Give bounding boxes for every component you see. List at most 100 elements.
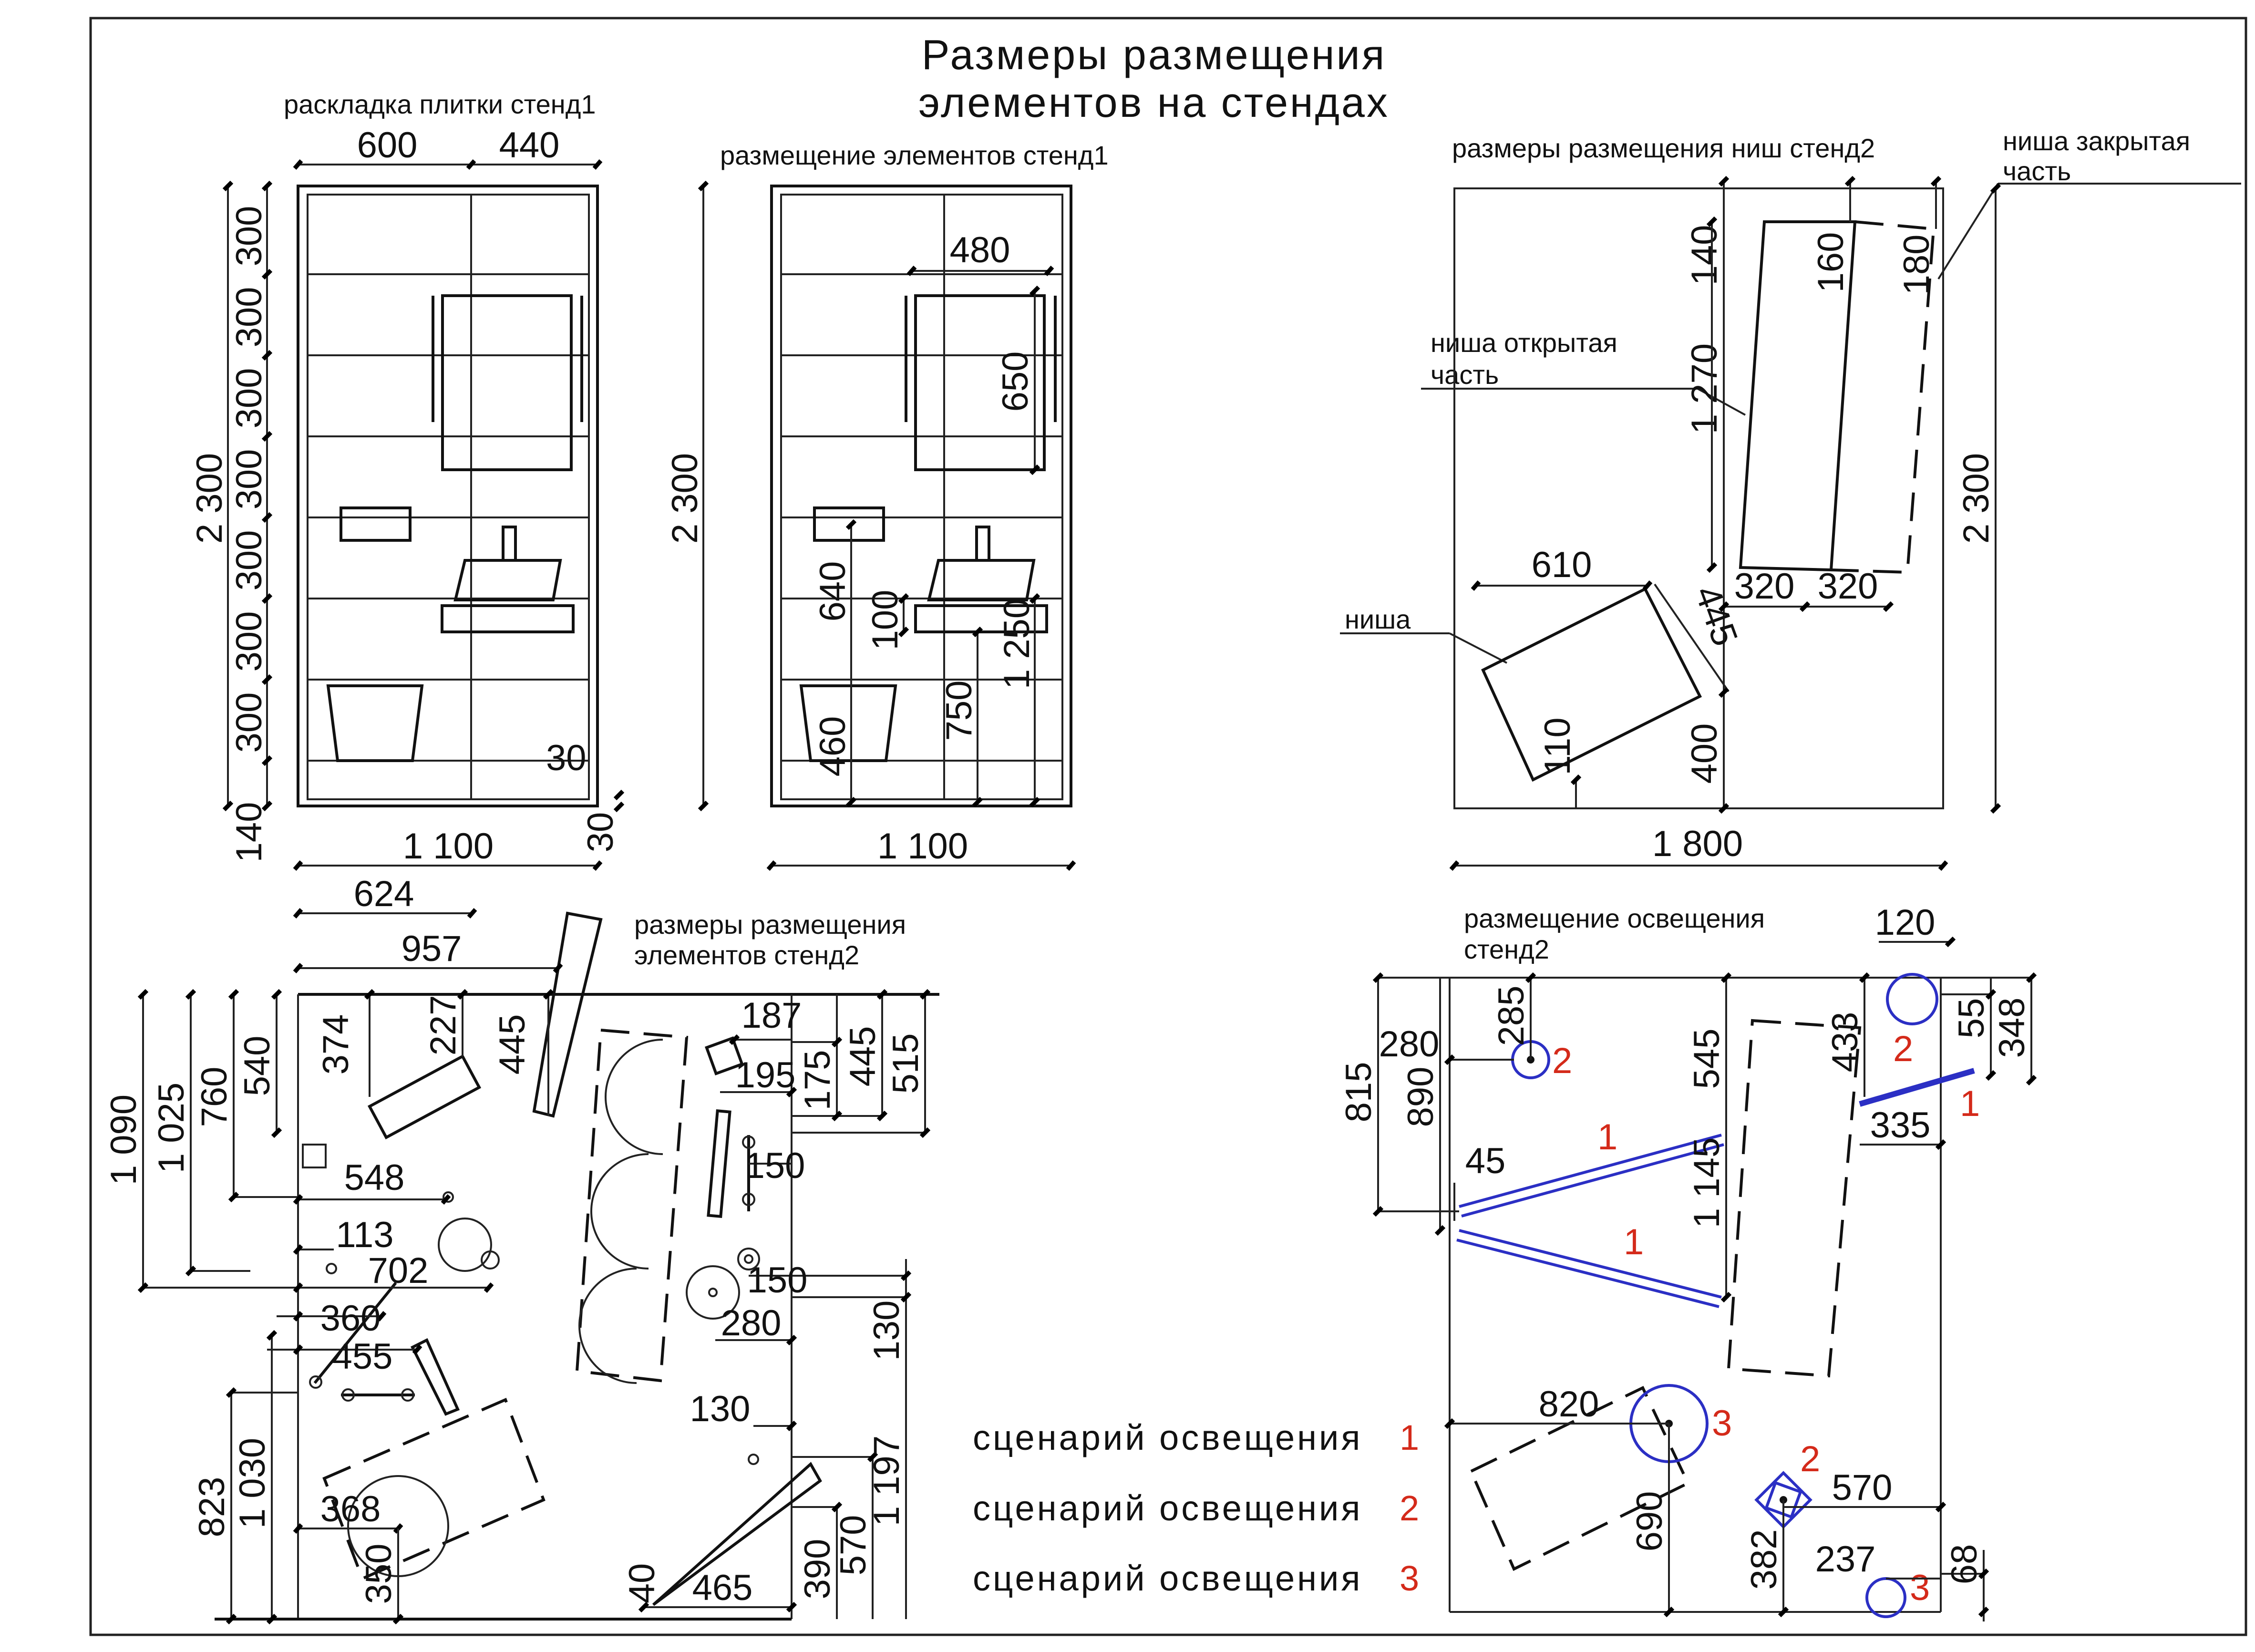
dim-540: 540 [237, 1036, 278, 1096]
dim-957: 957 [402, 929, 462, 969]
dim-1800: 1 800 [1652, 824, 1743, 864]
dim-1030: 1 030 [232, 1438, 273, 1528]
dim-30-inner: 30 [546, 738, 587, 778]
dim-40: 40 [622, 1563, 662, 1604]
small-box [704, 1036, 744, 1076]
dim-300-3: 300 [229, 368, 269, 429]
dim-820: 820 [1539, 1384, 1599, 1425]
dim-187: 187 [741, 995, 802, 1036]
countertop-stand1 [914, 604, 1048, 633]
shelf-box-stand1 [813, 506, 885, 542]
dim-227: 227 [423, 995, 463, 1056]
dim-300-2: 300 [229, 287, 269, 348]
elements-stand1-caption: размещение элементов стенд1 [720, 140, 1109, 170]
dim-823: 823 [192, 1477, 232, 1538]
dim-400-niche: 400 [1684, 723, 1725, 784]
dim-180: 180 [1896, 235, 1937, 295]
dim-480: 480 [950, 230, 1010, 270]
fixture-label-1-top: 1 [1597, 1117, 1617, 1157]
dim-545: 545 [1687, 1029, 1727, 1089]
dim-1100-left: 1 100 [403, 826, 494, 867]
legend-scenario-2-number: 2 [1400, 1488, 1421, 1528]
legend-scenario-1-number: 1 [1400, 1418, 1421, 1457]
handle-element [410, 1338, 460, 1416]
dim-195: 195 [735, 1055, 796, 1095]
fixture-label-2-right: 2 [1893, 1029, 1913, 1069]
waste-bin-stand1 [799, 684, 897, 762]
fixture-label-3-center: 3 [1712, 1403, 1732, 1444]
fixture-label-1-bottom: 1 [1624, 1222, 1644, 1262]
dim-1197: 1 197 [866, 1435, 907, 1526]
niche-label: ниша [1345, 604, 1411, 634]
stand1-tile-inner [307, 194, 590, 800]
lighting-caption-1: размещение освещения [1464, 903, 1765, 933]
dim-1090: 1 090 [103, 1094, 144, 1185]
dim-113: 113 [336, 1215, 393, 1255]
legend-scenario-3-number: 3 [1400, 1559, 1421, 1598]
dim-45: 45 [1465, 1141, 1506, 1181]
dim-433: 433 [1825, 1012, 1865, 1073]
tile-layout-caption: раскладка плитки стенд1 [284, 89, 596, 119]
lighting-caption-2: стенд2 [1464, 934, 1549, 964]
round-basins [578, 1039, 663, 1384]
washbasin [453, 559, 562, 601]
dim-360: 360 [320, 1298, 381, 1339]
dim-237: 237 [1815, 1539, 1876, 1580]
led-strip-1b [1456, 1229, 1722, 1308]
dim-320-b: 320 [1818, 566, 1878, 607]
sheet-frame [89, 17, 2247, 1636]
dim-640: 640 [813, 561, 853, 622]
dim-130-vert: 130 [866, 1301, 907, 1361]
dim-350: 350 [359, 1544, 399, 1604]
washbasin-stand1 [927, 559, 1036, 601]
dim-160: 160 [1811, 232, 1851, 293]
dim-320-a: 320 [1734, 566, 1795, 607]
dim-570-light: 570 [1832, 1467, 1893, 1508]
dim-280-light: 280 [1379, 1024, 1440, 1064]
niche-open-label-2: часть [1431, 360, 1499, 390]
dim-300-6: 300 [229, 611, 269, 672]
dim-1250: 1 250 [997, 599, 1037, 689]
lighting-niche-dashed [1727, 1019, 1862, 1378]
lighting-legend: сценарий освещения 1 сценарий освещения … [973, 1418, 1421, 1598]
dim-760: 760 [194, 1067, 235, 1127]
dim-440: 440 [499, 125, 560, 165]
stand1-outer [770, 185, 1072, 807]
dim-600: 600 [357, 125, 418, 165]
dim-335: 335 [1870, 1105, 1931, 1146]
dim-100: 100 [865, 590, 906, 650]
niche-closed-label-2: часть [2003, 156, 2071, 186]
waste-bin [326, 684, 424, 762]
dim-68: 68 [1944, 1544, 1985, 1585]
mirror-panel-slanted [532, 911, 603, 1118]
elements-stand2-panel: размеры размещения элементов стенд2 [103, 874, 939, 1625]
legend-scenario-3-label: сценарий освещения [973, 1559, 1362, 1598]
dim-55: 55 [1951, 998, 1992, 1039]
dim-140: 140 [229, 802, 269, 863]
dim-348: 348 [1992, 998, 2032, 1058]
dim-150-a: 150 [745, 1146, 805, 1186]
elements-stand1-panel: размещение элементов стенд1 480 650 [665, 140, 1109, 871]
dim-150-b: 150 [747, 1260, 808, 1301]
dim-460: 460 [813, 716, 853, 777]
dim-1025: 1 025 [151, 1083, 192, 1173]
led-strip-1a [1459, 1134, 1724, 1218]
dim-1270: 1 270 [1684, 343, 1725, 434]
dim-890: 890 [1400, 1067, 1441, 1127]
sheet-title-line1: Размеры размещения [922, 31, 1387, 78]
dim-175: 175 [797, 1050, 838, 1111]
dim-2300-stand1: 2 300 [665, 453, 705, 544]
tile-horizontal-joints [308, 273, 589, 762]
dim-140-niche: 140 [1684, 225, 1725, 286]
dim-300-7: 300 [229, 692, 269, 753]
lighting-stand2-panel: размещение освещения стенд2 1 1 1 [1339, 902, 2037, 1621]
niche-open-label-1: ниша открытая [1431, 328, 1617, 358]
round-sink [686, 1265, 740, 1320]
shelf-element [367, 1054, 482, 1140]
niche-closed-label-1: ниша закрытая [2003, 126, 2190, 156]
stand2-outline [1453, 187, 1944, 809]
dim-120: 120 [1875, 902, 1936, 943]
shower-tray-slanted [652, 1462, 822, 1606]
dim-382: 382 [1744, 1529, 1784, 1590]
elements-stand2-caption-2: элементов стенд2 [634, 940, 859, 970]
